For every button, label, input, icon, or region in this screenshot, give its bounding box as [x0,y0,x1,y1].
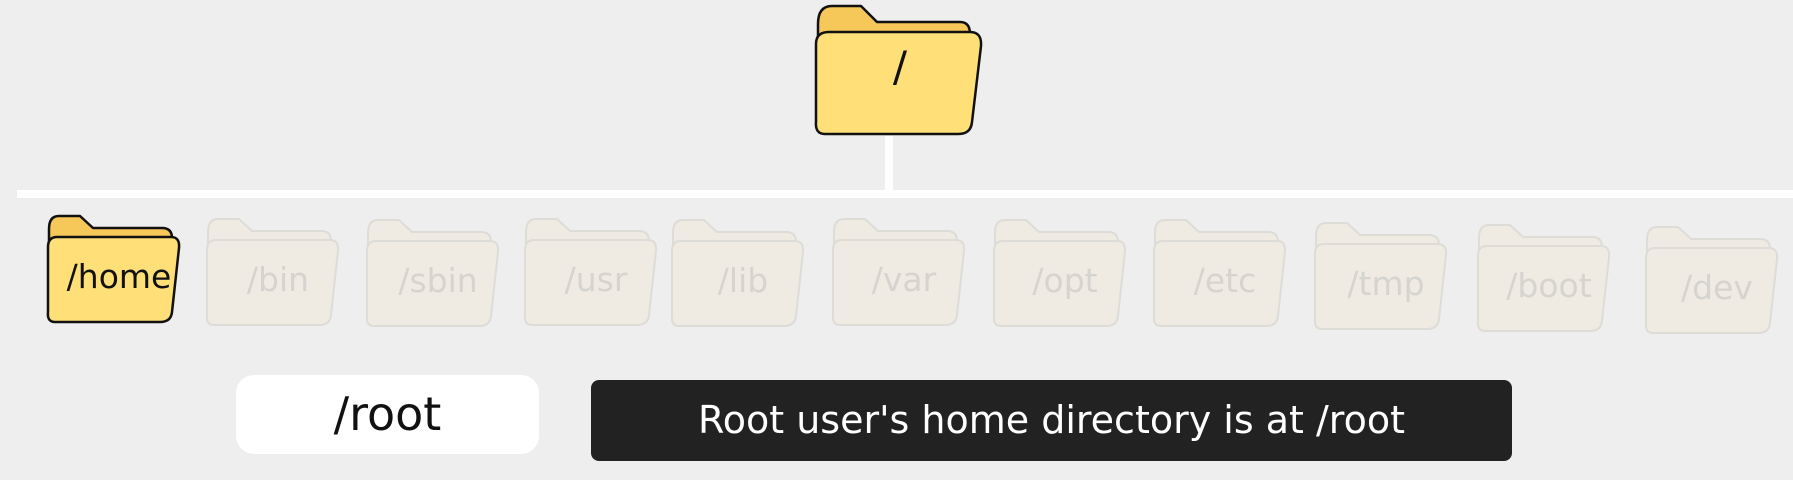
child-folder-home[interactable]: /home [46,213,182,325]
child-folder-var[interactable]: /var [831,216,967,328]
child-folder-lib[interactable]: /lib [670,217,806,329]
child-folder-label: /var [871,260,937,299]
child-folder-label: /tmp [1347,264,1425,303]
child-folder-usr[interactable]: /usr [523,216,659,328]
folder-icon [1644,226,1779,334]
folder-icon [814,4,983,136]
child-folder-dev[interactable]: /dev [1644,224,1780,336]
selected-path-box: /root [236,375,539,454]
folder-icon [365,219,500,327]
folder-icon [992,219,1127,327]
folder-icon [1152,219,1287,327]
folder-icon [523,218,658,326]
folder-icon [46,214,181,324]
folder-icon [205,218,340,326]
folder-icon [831,218,966,326]
child-folder-label: /dev [1681,268,1753,307]
child-folder-label: /boot [1506,266,1592,305]
tree-connector-vertical [885,136,893,192]
child-folder-label: /usr [564,260,628,299]
tree-connector-horizontal [17,190,1793,198]
child-folder-sbin[interactable]: /sbin [365,217,501,329]
child-folder-label: /etc [1193,261,1257,300]
child-folder-label: /home [66,257,172,296]
child-folder-tmp[interactable]: /tmp [1313,220,1449,332]
caption-banner: Root user's home directory is at /root [591,380,1512,461]
child-folder-label: /bin [246,260,310,299]
child-folder-etc[interactable]: /etc [1152,217,1288,329]
child-folder-label: /lib [717,261,769,300]
child-folder-label: /sbin [398,261,478,300]
child-folder-label: /opt [1032,261,1098,300]
folder-icon [1313,222,1448,330]
root-folder-label: / [892,42,908,91]
folder-icon [670,219,805,327]
child-folder-boot[interactable]: /boot [1476,222,1612,334]
child-folder-bin[interactable]: /bin [205,216,341,328]
child-folder-opt[interactable]: /opt [992,217,1128,329]
root-folder[interactable]: / [814,2,985,136]
folder-icon [1476,224,1611,332]
